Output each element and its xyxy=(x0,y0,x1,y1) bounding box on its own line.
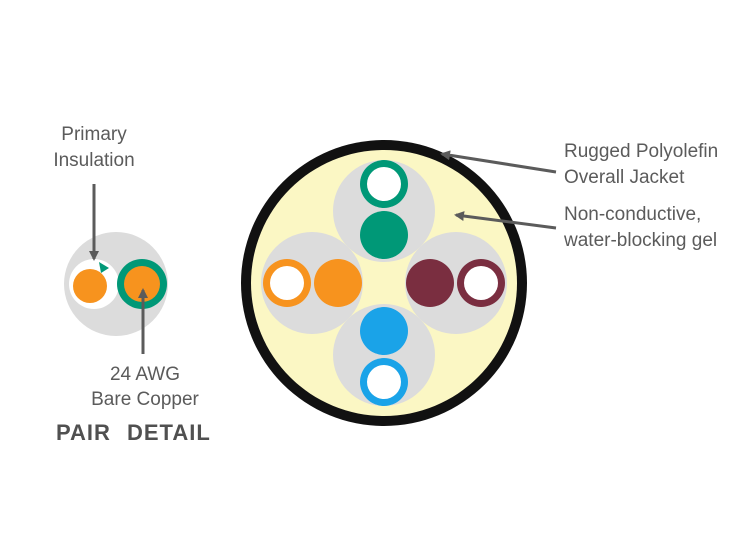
pair-green-striped-white xyxy=(367,167,401,201)
pair-detail-title-word1: PAIR xyxy=(56,420,111,445)
pair-detail: Primary Insulation 24 AWG Bare Copper PA… xyxy=(53,124,211,445)
pair-brown-background xyxy=(405,232,507,334)
pair-orange xyxy=(261,232,363,334)
jacket-arrow xyxy=(440,150,557,174)
cable-cross-section xyxy=(241,140,527,426)
pair-blue-striped-white xyxy=(367,365,401,399)
jacket-label-1: Rugged Polyolefin xyxy=(564,141,718,162)
insulation-green-marker xyxy=(99,262,109,273)
green-conductor-copper-core xyxy=(124,266,160,302)
primary-insulation-label-1: Primary xyxy=(61,124,127,145)
gel-label-1: Non-conductive, xyxy=(564,204,701,225)
pair-brown-solid-conductor xyxy=(406,259,454,307)
copper-label-1: 24 AWG xyxy=(110,364,180,385)
pair-detail-title-word2: DETAIL xyxy=(127,420,211,445)
pair-blue-solid-conductor xyxy=(360,307,408,355)
copper-label-2: Bare Copper xyxy=(91,389,199,410)
gel-arrow xyxy=(454,211,557,230)
pair-brown-striped-white xyxy=(464,266,498,300)
pair-green xyxy=(333,160,435,262)
pair-blue xyxy=(333,304,435,406)
callouts-right: Rugged Polyolefin Overall Jacket Non-con… xyxy=(440,141,718,251)
pair-orange-solid-conductor xyxy=(314,259,362,307)
pair-brown xyxy=(405,232,507,334)
pair-orange-striped-white xyxy=(270,266,304,300)
pair-orange-background xyxy=(261,232,363,334)
orange-copper-conductor xyxy=(73,269,107,303)
primary-insulation-label-2: Insulation xyxy=(53,150,134,171)
pair-green-solid-conductor xyxy=(360,211,408,259)
jacket-label-2: Overall Jacket xyxy=(564,167,685,188)
water-blocking-gel xyxy=(251,150,517,416)
gel-label-2: water-blocking gel xyxy=(563,230,717,251)
